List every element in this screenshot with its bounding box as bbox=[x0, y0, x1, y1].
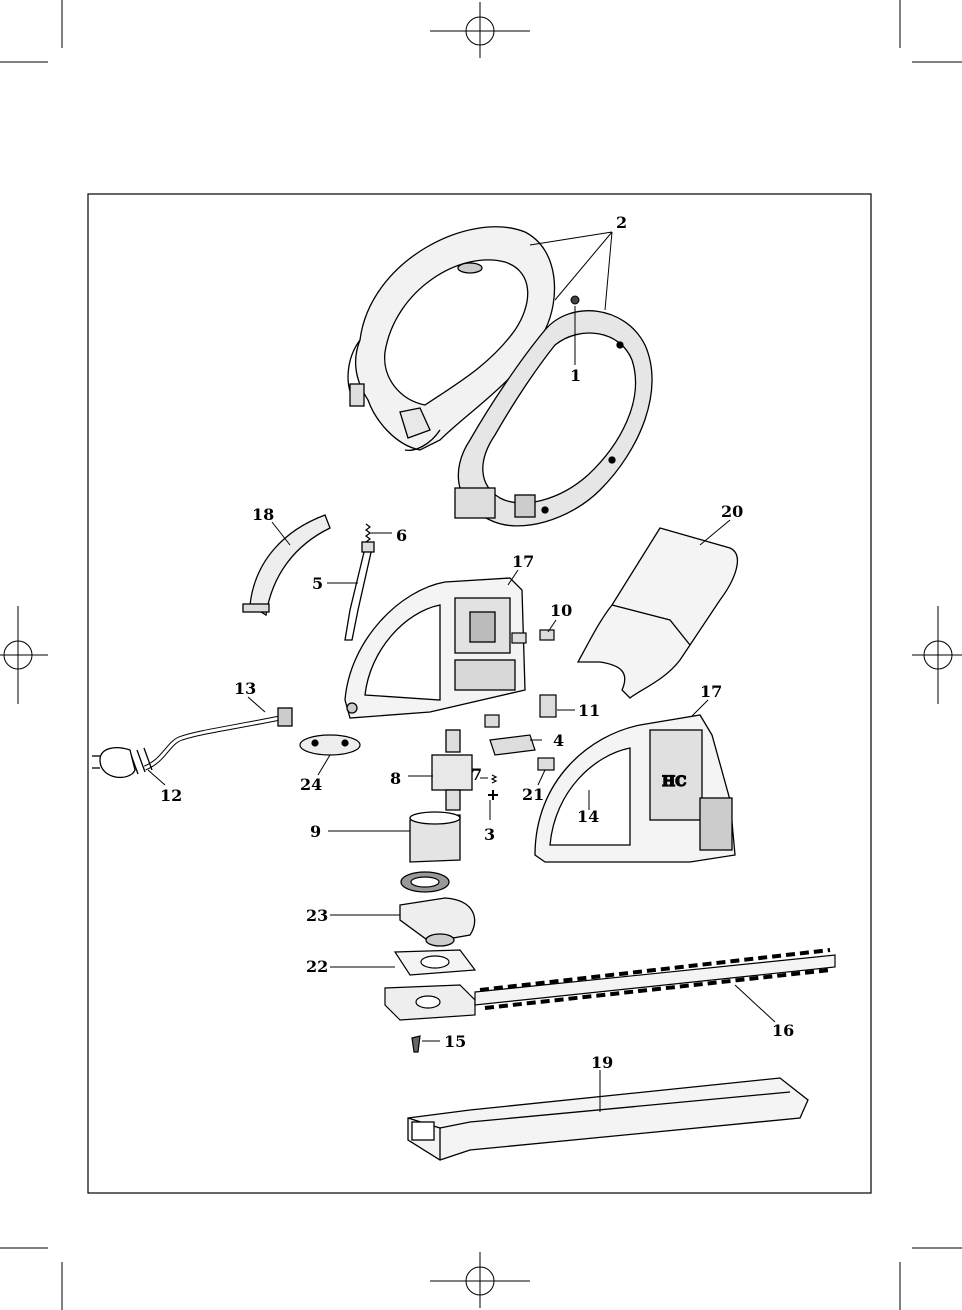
spring-6 bbox=[366, 524, 370, 542]
registration-mark-left bbox=[0, 606, 48, 704]
callout-14: 14 bbox=[577, 807, 599, 826]
motor-housing-left bbox=[345, 578, 525, 718]
callout-12: 12 bbox=[160, 786, 182, 805]
callout-17b: 17 bbox=[700, 682, 722, 701]
motor-housing-right: HC bbox=[535, 715, 735, 862]
callout-6: 6 bbox=[396, 526, 407, 545]
drive-gear bbox=[401, 872, 449, 892]
callout-20: 20 bbox=[721, 502, 743, 521]
power-cable bbox=[92, 708, 292, 777]
callout-19: 19 bbox=[591, 1053, 613, 1072]
motor-cover bbox=[578, 528, 737, 698]
cable-clamp bbox=[300, 735, 360, 755]
callout-21: 21 bbox=[522, 785, 544, 804]
housing-logo: HC bbox=[662, 774, 686, 790]
callout-2: 2 bbox=[616, 213, 627, 232]
motor-magnet bbox=[410, 812, 460, 862]
registration-mark-right bbox=[912, 606, 962, 704]
callout-10: 10 bbox=[550, 601, 572, 620]
callout-7: 7 bbox=[471, 765, 482, 784]
callout-1: 1 bbox=[570, 366, 581, 385]
callout-8: 8 bbox=[390, 769, 401, 788]
callout-11: 11 bbox=[578, 701, 600, 720]
blade-screw bbox=[412, 1036, 420, 1052]
callout-13: 13 bbox=[234, 679, 256, 698]
callout-15: 15 bbox=[444, 1032, 466, 1051]
callout-23: 23 bbox=[306, 906, 328, 925]
blade-guard bbox=[408, 1078, 808, 1160]
callout-3: 3 bbox=[484, 825, 495, 844]
handle-screw bbox=[571, 296, 579, 304]
gearbox-cover bbox=[400, 898, 475, 946]
registration-mark-top bbox=[430, 2, 530, 58]
callout-9: 9 bbox=[310, 822, 321, 841]
callout-17a: 17 bbox=[512, 552, 534, 571]
motor-armature bbox=[432, 730, 472, 810]
guard-strip bbox=[243, 515, 330, 615]
callout-22: 22 bbox=[306, 957, 328, 976]
gasket-plate bbox=[395, 950, 475, 975]
switch-rod bbox=[345, 542, 374, 640]
callout-5: 5 bbox=[312, 574, 323, 593]
registration-mark-bottom bbox=[430, 1252, 530, 1308]
callout-24: 24 bbox=[300, 775, 322, 794]
callout-4: 4 bbox=[553, 731, 564, 750]
callout-18: 18 bbox=[252, 505, 274, 524]
callout-16: 16 bbox=[772, 1021, 794, 1040]
